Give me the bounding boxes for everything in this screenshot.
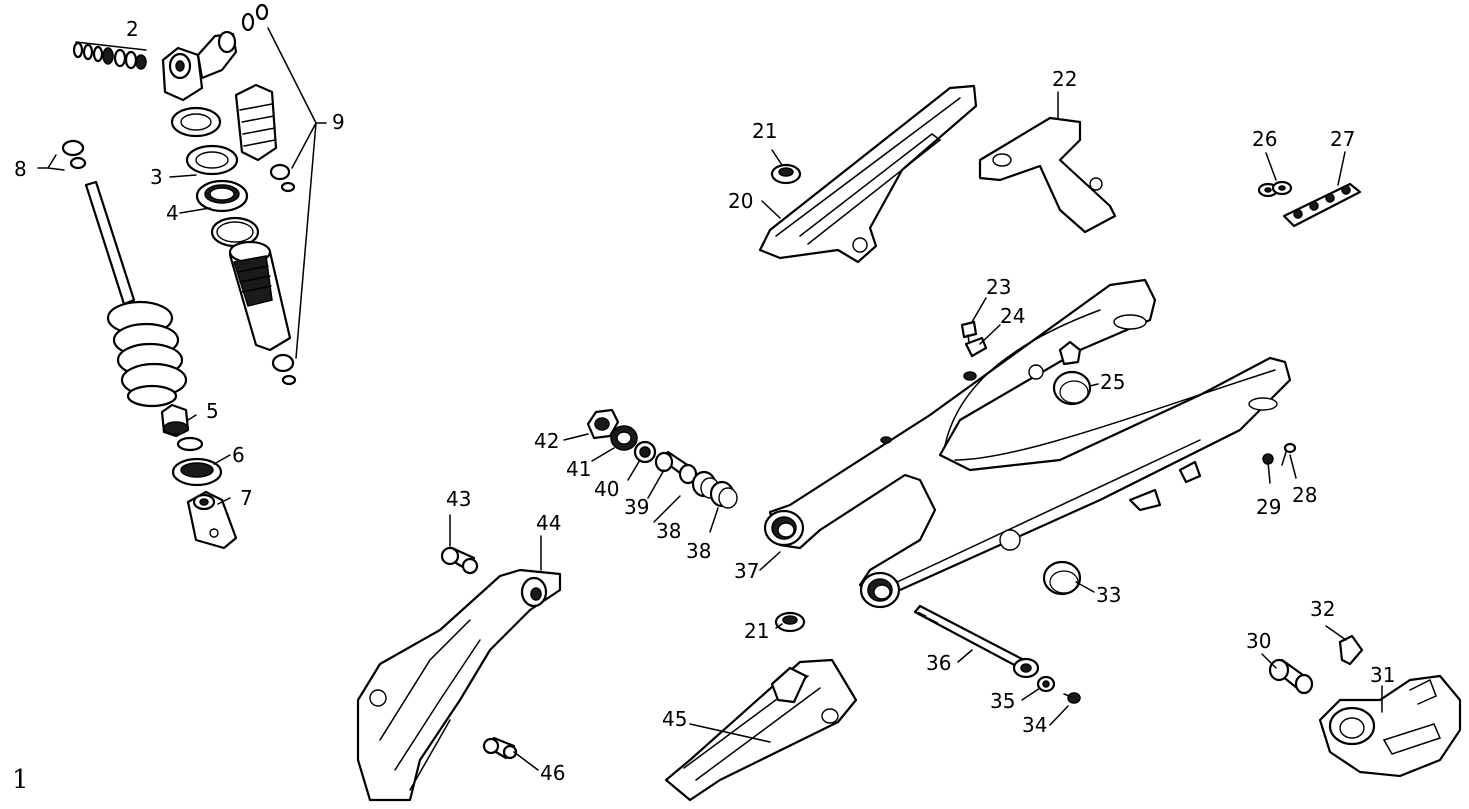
shock-top-mount: [161, 30, 238, 102]
part-40-spacer: [633, 440, 657, 464]
part-39-sleeve: [654, 450, 698, 485]
callout-label: 22: [1052, 67, 1077, 91]
part-27-chain: [1282, 182, 1362, 228]
part-41-seal: [610, 425, 638, 451]
leader-lines: [37, 27, 1383, 771]
callout-label: 3: [150, 165, 163, 189]
part-8-orings: [61, 139, 87, 170]
part-33-plug: [1042, 560, 1082, 596]
shock-body: [228, 240, 292, 352]
part-21-washer-bottom: [774, 611, 806, 633]
part-45-swingarm-slider: [664, 658, 858, 802]
callout-label: 24: [1000, 304, 1025, 328]
rear-shock-group: [61, 3, 297, 550]
part-46-bushing: [482, 736, 518, 760]
shock-spring: [106, 300, 188, 408]
part-30-spacer: [1268, 658, 1314, 695]
callout-label: 45: [662, 707, 687, 731]
part-36-pivot-shaft: [913, 604, 1040, 679]
callout-label: 20: [728, 189, 753, 213]
callout-label: 42: [534, 429, 559, 453]
part-32-clip: [1338, 634, 1364, 666]
part-44-chain-slider: [356, 568, 562, 802]
part-28-bolt: [1281, 442, 1297, 466]
callout-label: 31: [1370, 663, 1395, 687]
part-7-clevis: [186, 490, 238, 550]
callout-label: 21: [752, 119, 777, 143]
part-34-bolt: [1063, 692, 1081, 704]
part-9-orings: [241, 3, 297, 386]
part-43-bushing: [440, 546, 479, 575]
callout-label: 44: [536, 511, 561, 535]
callout-labels: 2 3 4 5 6 7 8 9 20 21 21 22 23 24 25 26 …: [14, 17, 1395, 785]
callout-label: 38: [686, 539, 711, 563]
callout-label: 30: [1246, 629, 1271, 653]
part-5-bushing: [160, 403, 190, 438]
callout-label: 28: [1292, 483, 1317, 507]
part-22-chain-guide: [978, 116, 1117, 234]
callout-label: 38: [656, 519, 681, 543]
part-31-caliper-bracket: [1318, 674, 1462, 778]
callout-label: 6: [232, 443, 245, 467]
callout-label: 25: [1100, 370, 1125, 394]
part-26-chain-master-link: [1257, 180, 1293, 198]
part-37-pivot-bushing: [763, 509, 901, 609]
callout-label: 34: [1022, 713, 1047, 737]
callout-label: 2: [126, 17, 139, 41]
callout-label: 8: [14, 157, 27, 181]
callout-label: 36: [926, 651, 951, 675]
callout-label: 27: [1330, 127, 1355, 151]
callout-label: 5: [206, 399, 219, 423]
part-4-lock-nut: [195, 179, 260, 248]
callout-label: 46: [540, 761, 565, 785]
part-20-chain-guard: [758, 84, 978, 264]
part-3-ring-nut: [170, 106, 239, 176]
callout-label: 4: [166, 201, 179, 225]
page-number: 1: [12, 765, 29, 795]
bump-stop-rubber: [234, 83, 278, 162]
callout-label: 37: [734, 559, 759, 583]
part-42-nut: [586, 408, 620, 440]
callout-label: 23: [986, 275, 1011, 299]
part-2-washers: [72, 41, 147, 70]
callout-label: 7: [240, 486, 253, 510]
callout-label: 39: [624, 495, 649, 519]
callout-label: 26: [1252, 127, 1277, 151]
part-21-washer-top: [770, 163, 802, 185]
callout-label: 21: [744, 619, 769, 643]
callout-label: 29: [1256, 495, 1281, 519]
callout-label: 33: [1096, 583, 1121, 607]
callout-label: 9: [332, 110, 345, 134]
part-25-plug: [1052, 370, 1092, 406]
callout-label: 35: [990, 689, 1015, 713]
part-6-washer-seat: [171, 436, 223, 487]
part-35-nut: [1036, 675, 1056, 693]
callout-label: 41: [566, 457, 591, 481]
callout-label: 43: [446, 487, 471, 511]
part-38-needle-bearing-b: [709, 480, 738, 509]
callout-label: 32: [1310, 597, 1335, 621]
shock-rod: [84, 180, 136, 306]
callout-label: 40: [594, 477, 619, 501]
swingarm: [768, 278, 1292, 602]
